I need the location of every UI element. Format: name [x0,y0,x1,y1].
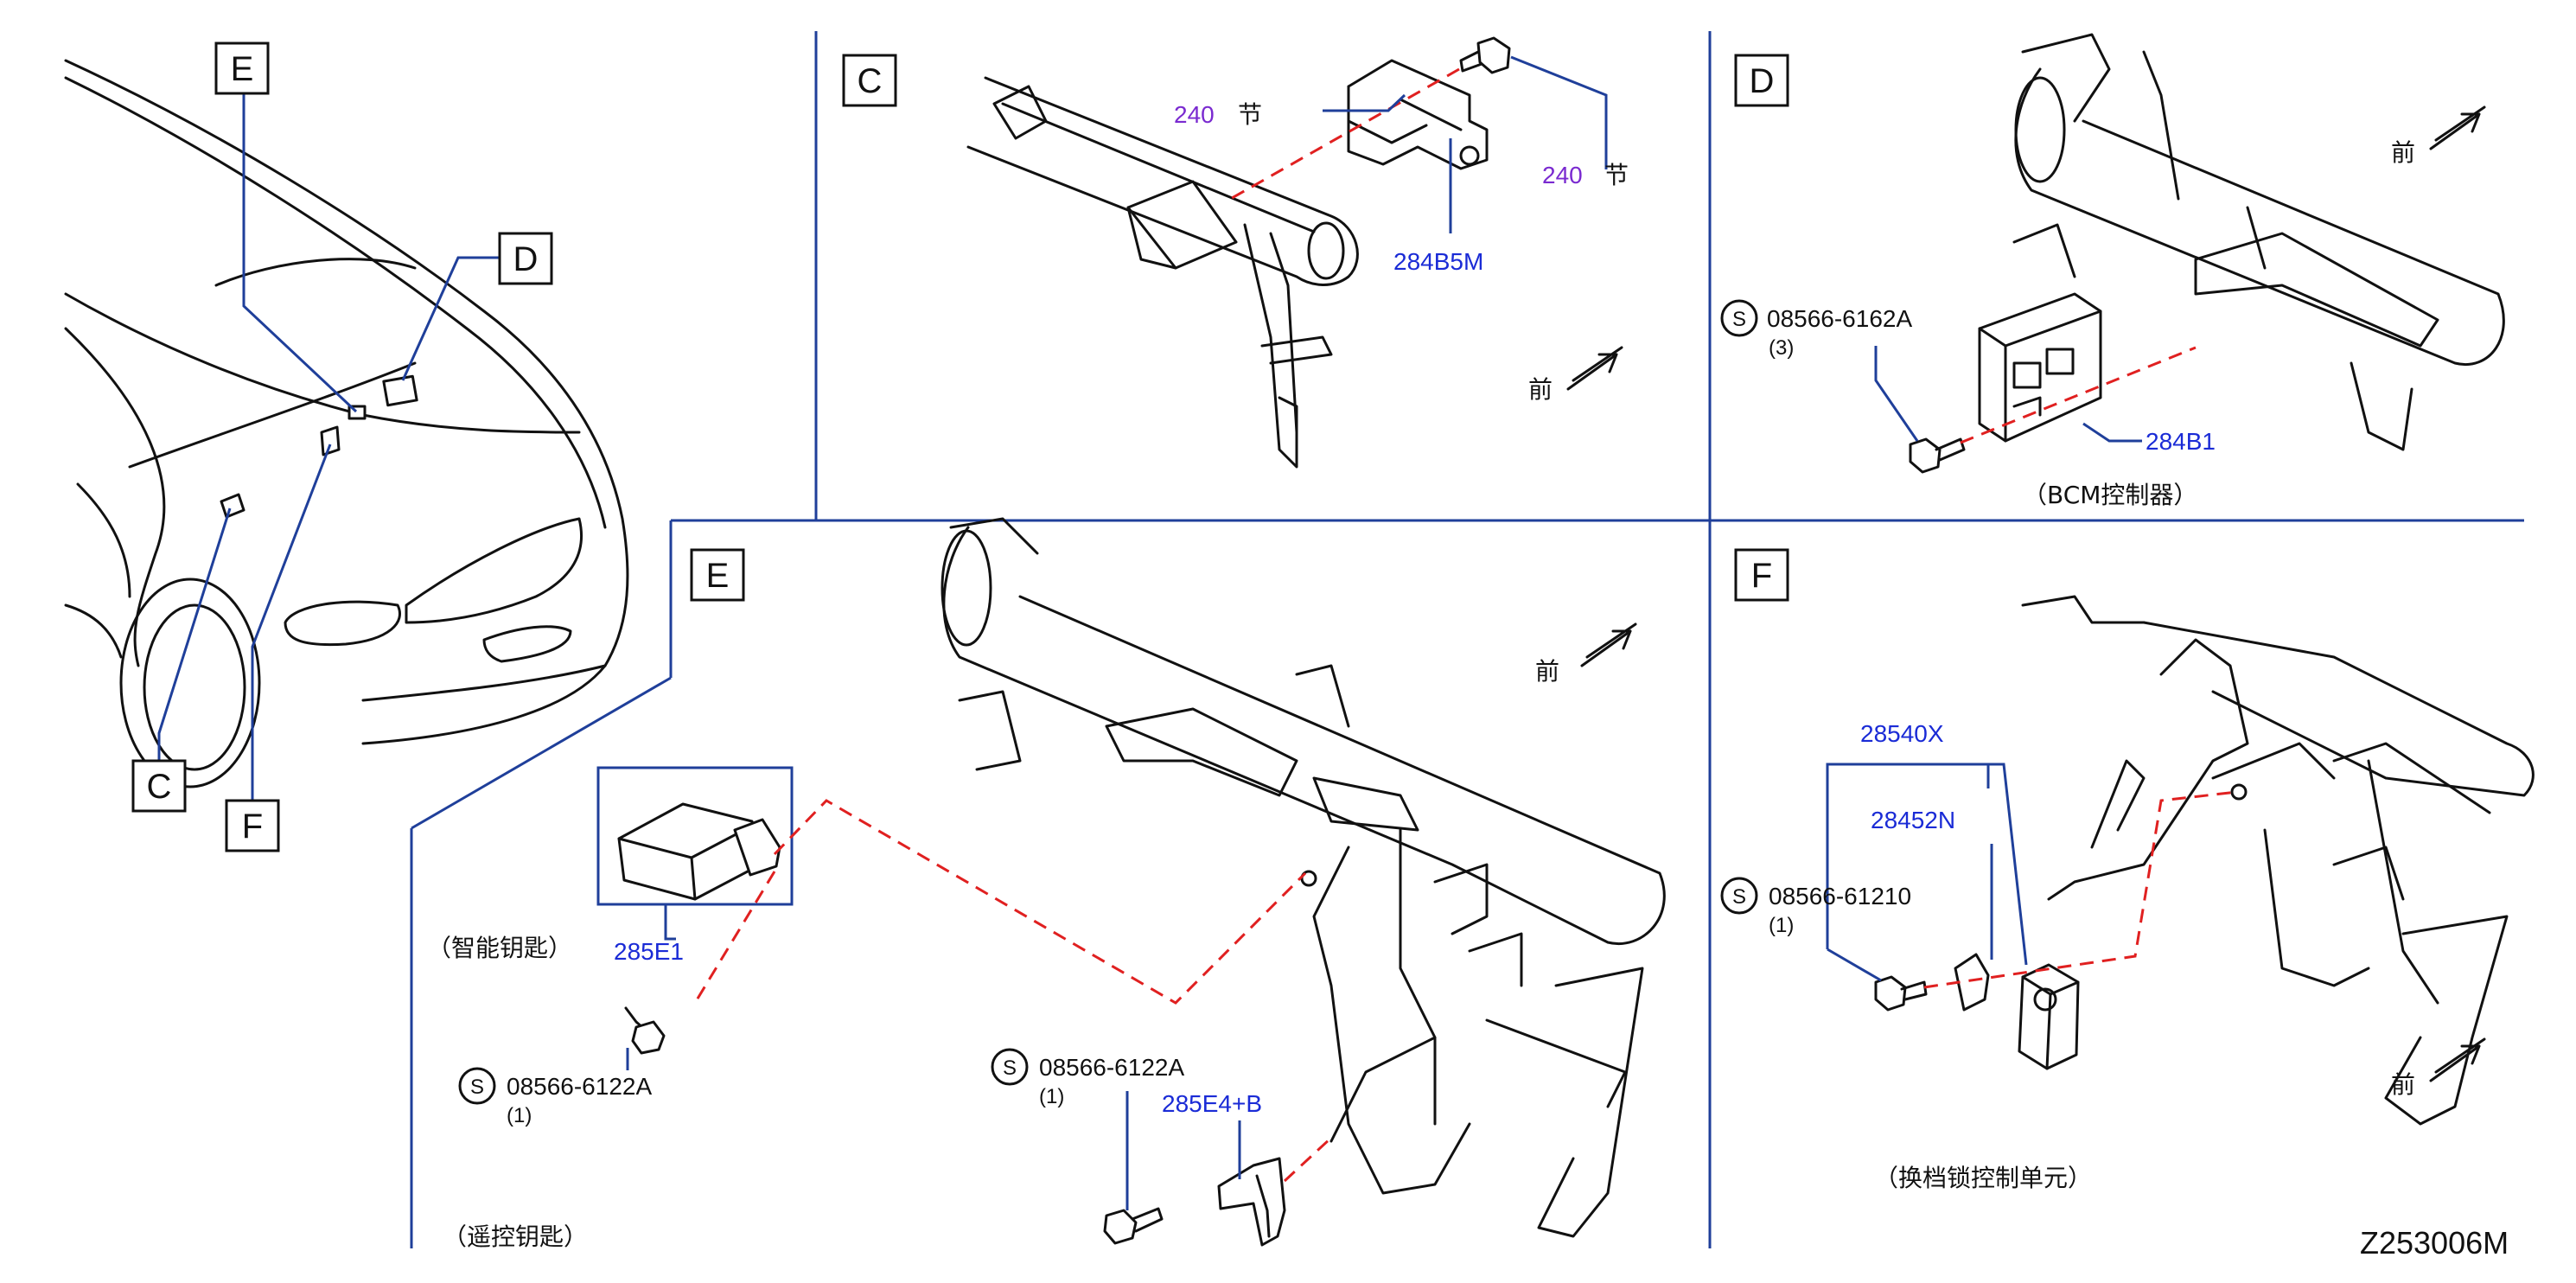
bcm-module [1978,292,2102,443]
standard-part-symbol-letter: S [1732,885,1746,909]
bolt-quantity: (3) [1769,336,1794,360]
bracket-284b5m [1347,59,1489,170]
bolt-quantity: (1) [1769,914,1794,937]
bracket-28452n [1954,953,1990,1012]
bolt-code: 08566-6162A [1767,305,1912,332]
panel-d-label-box [1734,54,1789,107]
standard-part-symbol-letter: S [470,1076,484,1099]
quantity-unit: 节 [1238,100,1262,129]
bolt-quantity: (1) [507,1104,532,1127]
bolt-quantity: (1) [1039,1085,1064,1108]
bolt-code: 08566-6122A [507,1073,652,1100]
part-number-28540x: 28540X [1860,720,1944,747]
steering-member-c [966,76,1359,469]
part-number-284b5m: 284B5M [1393,248,1483,275]
standard-part-symbol-letter: S [1003,1056,1017,1080]
front-label: 前 [2391,138,2415,167]
panel-e-letter: E [706,557,730,595]
panel-d-letter: D [1750,62,1775,100]
bolt-c [1459,36,1511,74]
front-label: 前 [1528,375,1553,404]
front-arrow-icon [1580,622,1637,667]
panel-d: D S 08566-6162A (3) [1720,33,2505,509]
bolt-code: 08566-61210 [1769,883,1911,910]
panel-f-letter: F [1751,557,1772,595]
steering-member-f [2021,595,2535,1126]
steering-member-e [940,517,1666,1238]
remote-key-bracket [1217,1157,1286,1247]
remote-key-caption: （遥控钥匙） [443,1222,588,1251]
overview-leaders [157,93,500,801]
front-label: 前 [2391,1070,2415,1099]
callout-box-e: E [214,41,270,95]
bolt-code: 08566-6122A [1039,1054,1184,1081]
standard-part-symbol-letter: S [1732,308,1746,331]
front-label: 前 [1535,657,1559,686]
front-arrow-icon [2429,105,2486,150]
smart-key-module [617,802,781,901]
panel-e-label-box [690,548,745,602]
callout-box-f: F [225,799,280,852]
callout-letter: C [147,768,172,806]
quantity-unit: 节 [1604,161,1629,189]
panel-e: E [427,517,1666,1251]
part-number-285e4b: 285E4+B [1162,1090,1262,1117]
bcm-caption: （BCM控制器） [2023,481,2197,509]
panel-c-label-box [842,54,897,107]
standard-part-symbol [991,1048,1029,1086]
callout-letter: F [242,807,263,846]
front-arrow-icon [1566,346,1623,391]
callout-box-c: C [131,759,187,813]
panel-c: C 240 节 240 [842,36,1629,469]
bolt-e1 [624,1006,666,1055]
quantity-number: 240 [1174,101,1215,128]
panel-f: F [1720,548,2535,1192]
part-number-285e1: 285E1 [614,938,684,965]
shift-lock-unit [2018,963,2080,1070]
front-arrow-icon [2429,1037,2486,1082]
steering-member-d [2012,33,2505,451]
shift-lock-caption: （换档锁控制单元） [1874,1164,2092,1192]
panel-separators [410,31,2524,1248]
car-overview [64,59,629,788]
diagram-code: Z253006M [2360,1225,2509,1261]
standard-part-symbol [1720,877,1758,915]
bolt-e2 [1103,1207,1164,1245]
part-number-284b1: 284B1 [2146,428,2216,455]
callout-box-d: D [498,232,553,285]
smart-key-caption: （智能钥匙） [427,934,572,962]
bolt-f [1874,975,1928,1012]
part-number-28452n: 28452N [1871,807,1955,833]
standard-part-symbol [1720,299,1758,337]
quantity-number: 240 [1542,162,1583,188]
standard-part-symbol [458,1067,496,1105]
bolt-d [1909,437,1966,474]
callout-letter: D [513,240,539,278]
panel-c-letter: C [858,62,883,100]
panel-f-label-box [1734,548,1789,602]
callout-letter: E [231,50,254,88]
